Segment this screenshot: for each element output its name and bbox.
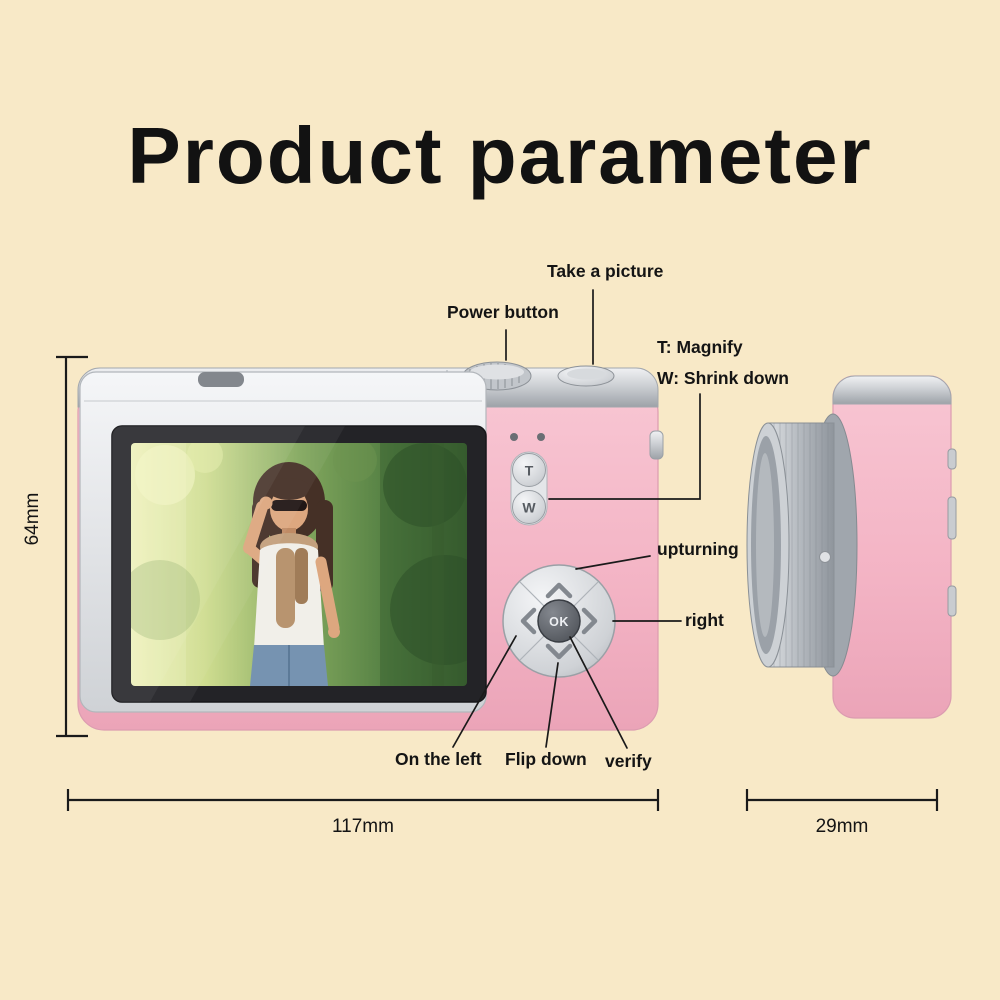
flip-screen (79, 371, 487, 713)
annotation-lines (452, 289, 701, 749)
dimension-depth-label: 29mm (815, 816, 869, 837)
label-zoom-out: W: Shrink down (657, 368, 789, 388)
label-on-the-left: On the left (395, 749, 482, 769)
tele-button-label: T (525, 463, 534, 479)
dpad-down-arrow-icon (545, 643, 573, 660)
ok-button-label: OK (549, 615, 569, 629)
label-zoom-in: T: Magnify (657, 337, 743, 357)
dimension-width-label: 117mm (332, 816, 394, 837)
lens-barrel (746, 413, 858, 677)
screen-photo (131, 443, 467, 686)
mic-hole (537, 433, 545, 441)
dpad-right-arrow-icon (581, 607, 598, 635)
label-upturning: upturning (657, 539, 739, 559)
tele-button (512, 453, 546, 487)
zoom-buttons: T W (510, 451, 548, 526)
leader-upturning (575, 555, 651, 570)
label-verify: verify (605, 751, 652, 771)
leader-zoom-buttons (548, 393, 701, 500)
top-plate-side (832, 375, 952, 405)
label-take-a-picture: Take a picture (547, 261, 664, 281)
label-power-button: Power button (447, 302, 559, 322)
mic-hole (510, 433, 518, 441)
dimension-lines (56, 355, 939, 811)
dpad-up-arrow-icon (545, 582, 573, 599)
photo-subject-woman (243, 462, 340, 686)
lens-screw (819, 551, 831, 563)
dpad: OK (502, 564, 616, 678)
side-buttons (947, 448, 957, 617)
wide-button (512, 490, 546, 524)
leader-verify (569, 636, 628, 749)
dpad-left-arrow-icon (520, 607, 537, 635)
screen-glass-reflection (112, 426, 345, 702)
dimension-height-label: 64mm (22, 492, 43, 546)
leader-on-the-left (452, 635, 517, 748)
leader-flip-down (545, 662, 559, 748)
shutter-button (557, 365, 615, 387)
hinge-tab (198, 372, 244, 387)
strap-lug (649, 430, 664, 460)
ok-button (537, 599, 581, 643)
wide-button-label: W (522, 500, 536, 516)
label-flip-down: Flip down (505, 749, 587, 769)
camera-side-view (746, 375, 957, 719)
camera-back-view: T W OK (77, 361, 664, 731)
label-right: right (685, 610, 724, 630)
page-title: Product parameter (127, 111, 873, 200)
